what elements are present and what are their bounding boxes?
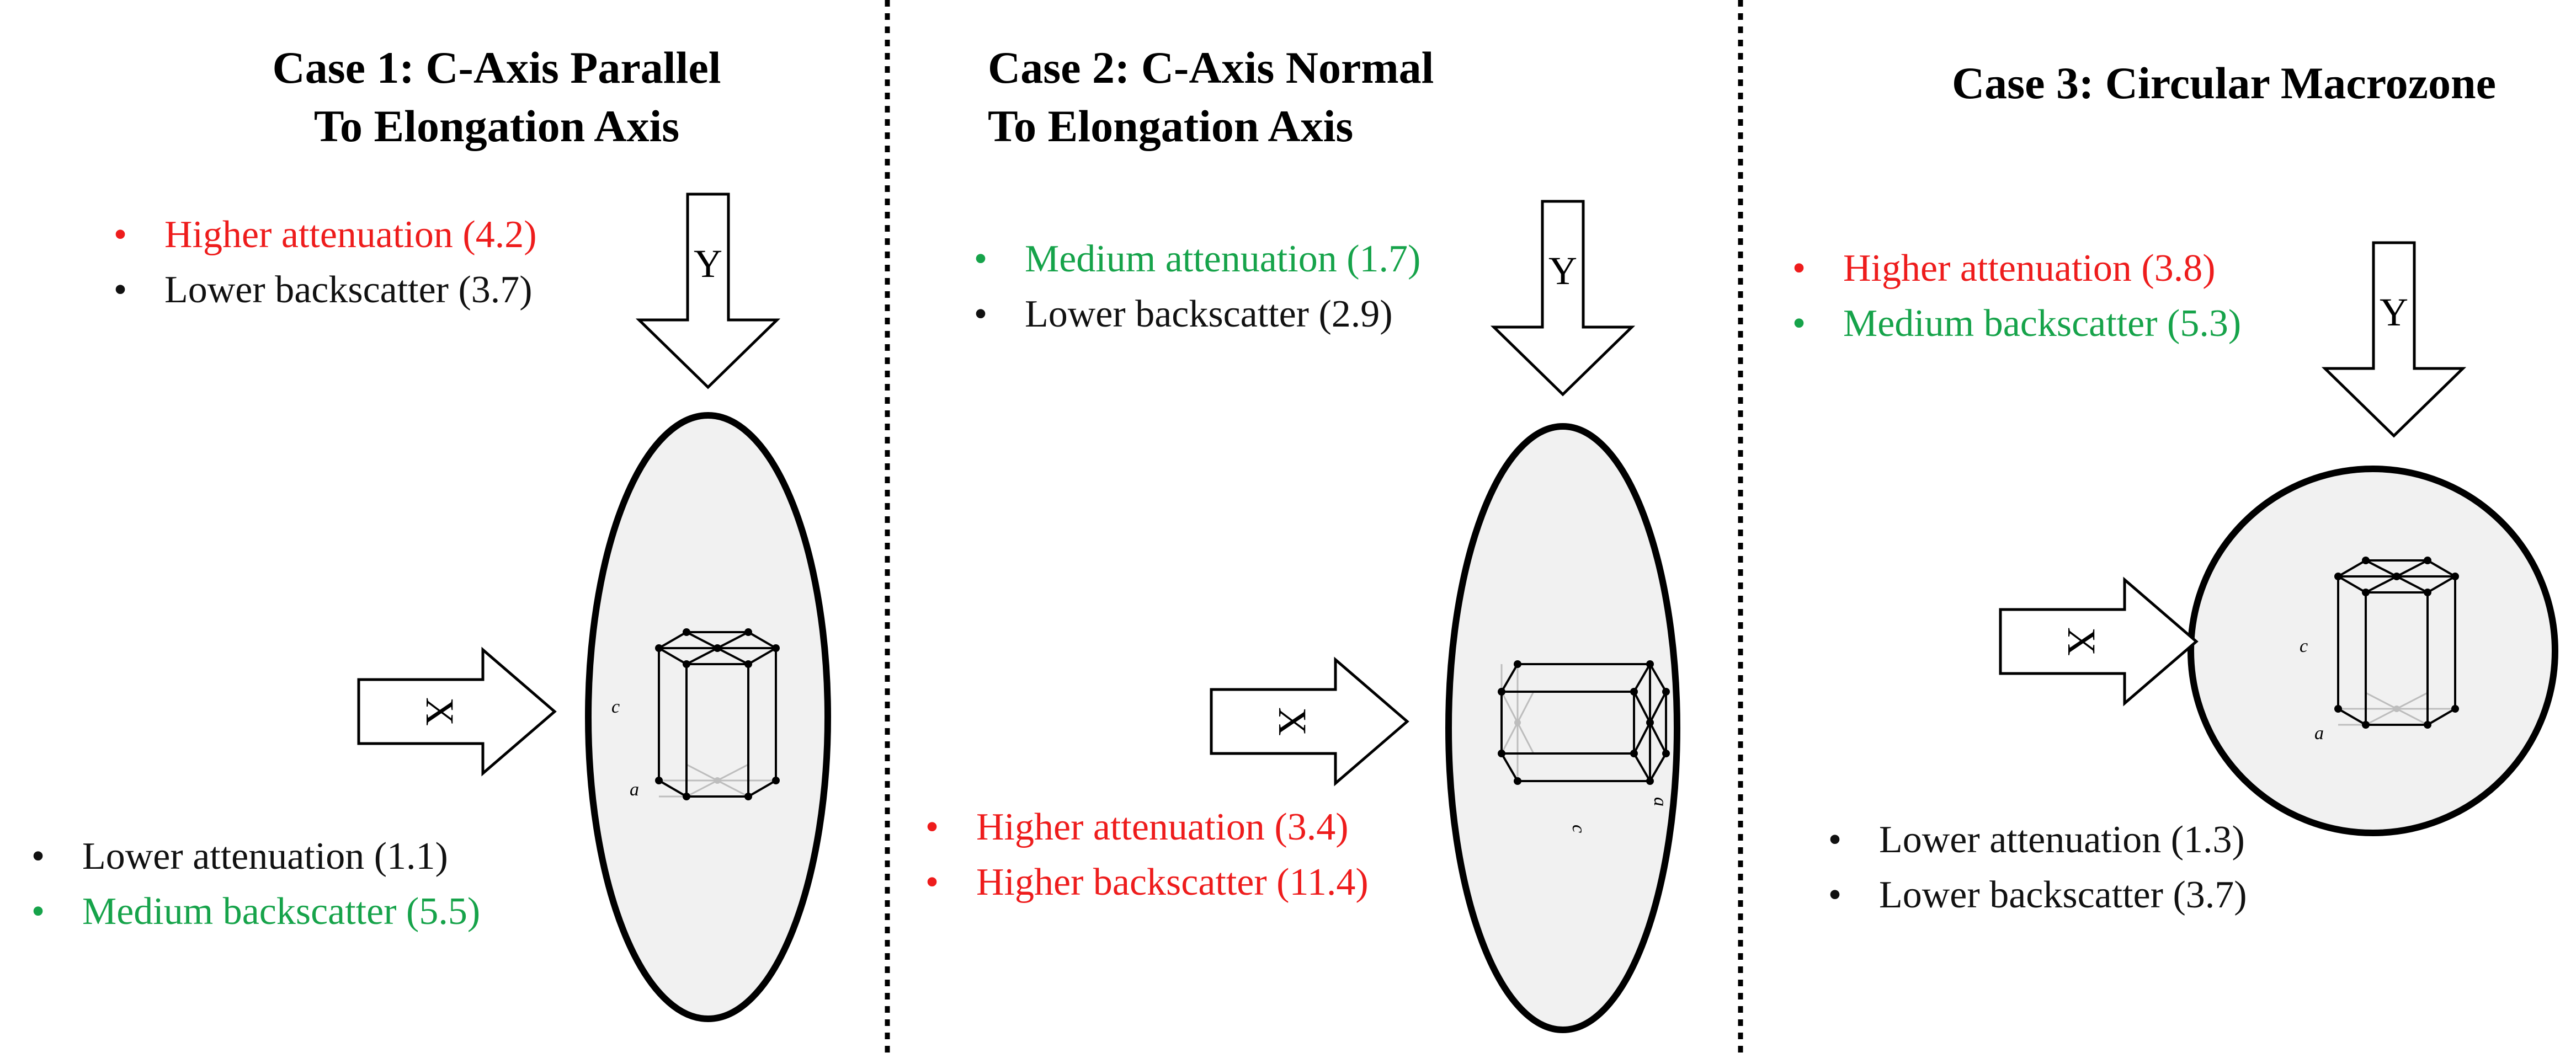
case-1-y-arrow: Y: [639, 194, 777, 387]
case-1-y-notes: Higher attenuation (4.2) Lower backscatt…: [107, 207, 537, 318]
case-1-x-note-1: Lower attenuation (1.1): [24, 829, 480, 884]
case-1-title: Case 1: C-Axis Parallel To Elongation Ax…: [177, 39, 817, 156]
case-2-x-notes: Higher attenuation (3.4) Higher backscat…: [918, 800, 1369, 910]
case-1-y-note-1: Higher attenuation (4.2): [107, 207, 537, 263]
case-1-title-line-2: To Elongation Axis: [313, 101, 680, 151]
case-2-title-line-2: To Elongation Axis: [988, 101, 1354, 151]
case-2-title-line-1: Case 2: C-Axis Normal: [988, 42, 1434, 93]
case-1-x-arrow: X: [359, 650, 555, 773]
svg-text:X: X: [1270, 707, 1314, 736]
case-1-title-line-1: Case 1: C-Axis Parallel: [272, 42, 721, 93]
case-2-x-arrow: X: [1211, 660, 1407, 783]
case-2-macrozone-ellipse: [1445, 423, 1680, 1033]
case-1-axis-a: a: [630, 779, 639, 800]
case-3-y-notes: Higher attenuation (3.8) Medium backscat…: [1785, 241, 2241, 351]
svg-text:Y: Y: [1548, 249, 1577, 293]
case-1-y-note-2: Lower backscatter (3.7): [107, 263, 537, 318]
case-1-artwork: c a Y X: [359, 194, 831, 1022]
case-1-axis-c: c: [611, 697, 620, 717]
case-3-y-note-2: Medium backscatter (5.3): [1785, 296, 2241, 351]
case-2-y-note-2: Lower backscatter (2.9): [967, 287, 1420, 342]
case-2-y-notes: Medium attenuation (1.7) Lower backscatt…: [967, 232, 1420, 342]
case-3-x-notes: Lower attenuation (1.3) Lower backscatte…: [1821, 813, 2247, 923]
case-3-x-arrow: X: [2000, 580, 2196, 703]
case-3-axis-c: c: [2300, 636, 2308, 656]
case-3-y-note-1: Higher attenuation (3.8): [1785, 241, 2241, 296]
case-3-x-note-1: Lower attenuation (1.3): [1821, 813, 2247, 868]
case-2-x-note-1: Higher attenuation (3.4): [918, 800, 1369, 855]
case-3-title: Case 3: Circular Macrozone: [1893, 54, 2555, 113]
case-3-artwork: c a Y X: [2000, 243, 2558, 836]
case-2-axis-a: a: [1650, 797, 1670, 806]
case-1-macrozone-ellipse: [585, 412, 831, 1022]
case-3-x-note-2: Lower backscatter (3.7): [1821, 868, 2247, 923]
case-2-title: Case 2: C-Axis Normal To Elongation Axis: [988, 39, 1622, 156]
svg-text:X: X: [418, 697, 462, 726]
case-2-y-arrow: Y: [1494, 201, 1632, 394]
case-2-artwork: c a Y X: [1211, 201, 1680, 1033]
case-1-x-note-2: Medium backscatter (5.5): [24, 884, 480, 939]
case-3-title-line-1: Case 3: Circular Macrozone: [1951, 58, 2497, 108]
case-3-macrozone-circle: [2188, 466, 2558, 836]
svg-text:Y: Y: [694, 242, 722, 286]
case-2-y-note-1: Medium attenuation (1.7): [967, 232, 1420, 287]
case-3-y-arrow: Y: [2325, 243, 2463, 436]
svg-text:X: X: [2059, 627, 2104, 656]
case-1-x-notes: Lower attenuation (1.1) Medium backscatt…: [24, 829, 480, 939]
case-3-axis-a: a: [2314, 723, 2324, 744]
case-2-x-note-2: Higher backscatter (11.4): [918, 855, 1369, 910]
case-2-axis-c: c: [1568, 825, 1589, 833]
svg-text:Y: Y: [2380, 290, 2408, 334]
